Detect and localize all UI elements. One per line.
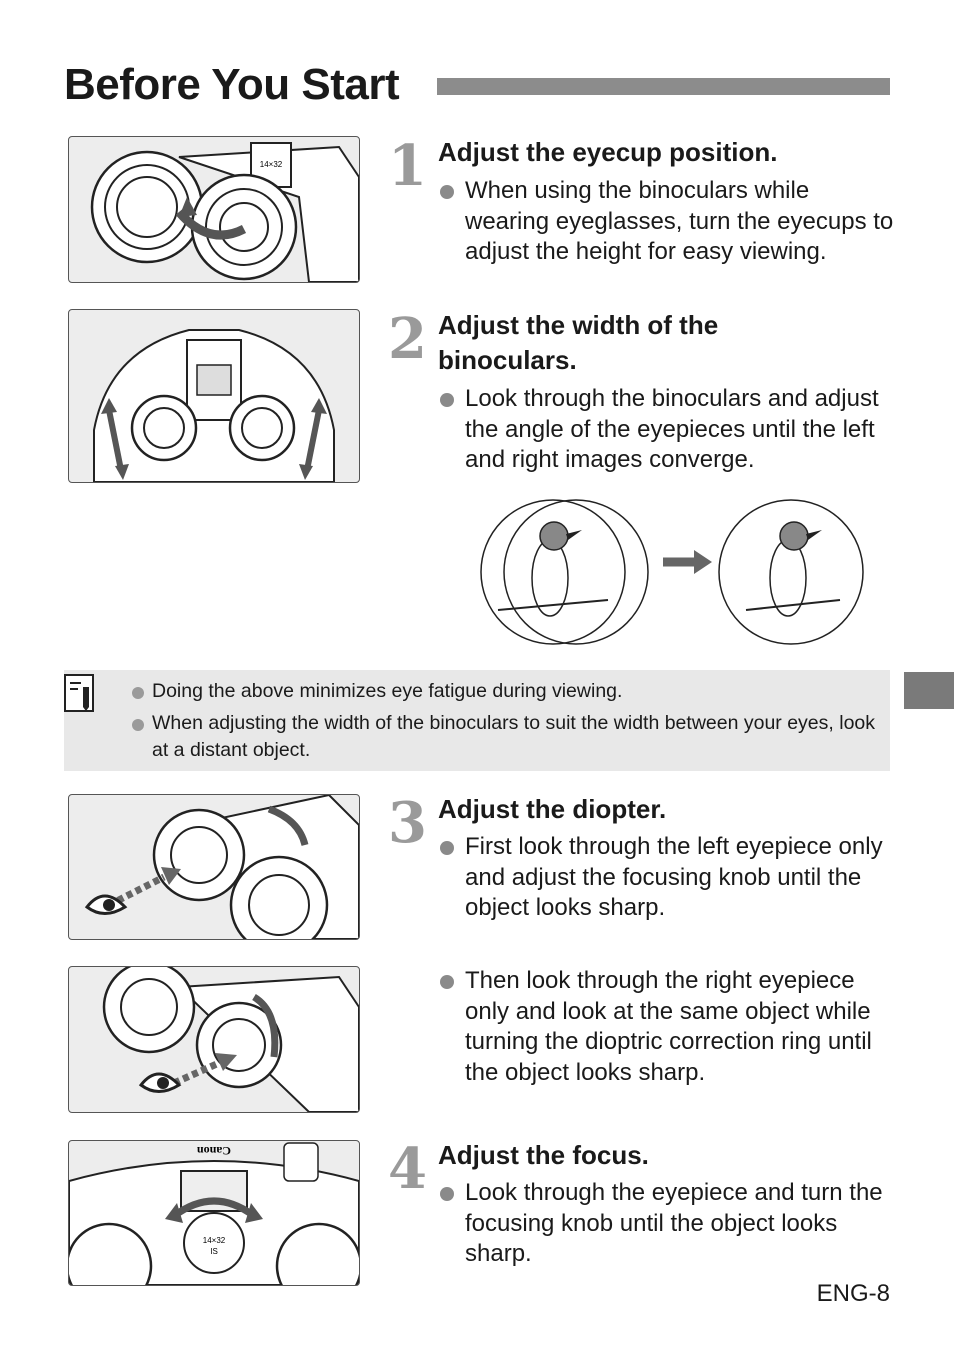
page-number: ENG-8 — [816, 1280, 890, 1307]
step-bullet: Look through the eyepiece and turn the f… — [438, 1178, 895, 1270]
note-box — [64, 670, 890, 771]
convergence-illustration — [458, 498, 868, 646]
model-label: 14×32 — [260, 160, 283, 169]
step-bullet: Look through the binoculars and adjust t… — [438, 384, 895, 476]
bullet-icon — [132, 687, 144, 699]
step-bullet: When using the binoculars while wearing … — [438, 176, 895, 268]
bullet-text: First look through the left eyepiece onl… — [465, 833, 883, 921]
bullet-text: When using the binoculars while wearing … — [465, 177, 894, 265]
eyecup-illustration: 14×32 — [68, 136, 360, 283]
memo-pencil-icon — [63, 673, 97, 713]
step-number: 1 — [388, 133, 427, 199]
brand-label: Canon — [197, 1144, 231, 1158]
step-heading: Adjust the diopter. — [438, 794, 667, 824]
bullet-icon — [440, 1187, 454, 1201]
step-heading: Adjust the width of the binoculars. — [438, 310, 719, 375]
step-number: 2 — [388, 306, 427, 372]
step-bullet: First look through the left eyepiece onl… — [438, 832, 895, 924]
bullet-text: Look through the eyepiece and turn the f… — [465, 1179, 883, 1267]
step-heading: Adjust the eyecup position. — [438, 137, 778, 167]
title-rule — [437, 78, 890, 95]
step-number: 4 — [388, 1136, 427, 1202]
bullet-icon — [132, 719, 144, 731]
width-adjust-illustration — [68, 309, 360, 483]
model-label: 14×32 — [203, 1236, 226, 1245]
bullet-icon — [440, 841, 454, 855]
step-heading: Adjust the focus. — [438, 1140, 649, 1170]
step-number: 3 — [388, 790, 427, 856]
page-title: Before You Start — [64, 60, 400, 109]
note-item: When adjusting the width of the binocula… — [130, 710, 882, 764]
focus-knob-illustration: Canon 14×32 IS — [68, 1140, 360, 1286]
bullet-icon — [440, 185, 454, 199]
note-text: When adjusting the width of the binocula… — [152, 712, 876, 761]
step-bullet: Then look through the right eyepiece onl… — [438, 966, 895, 1088]
bullet-text: Then look through the right eyepiece onl… — [465, 967, 872, 1086]
bullet-icon — [440, 393, 454, 407]
bullet-icon — [440, 975, 454, 989]
model-sub-label: IS — [210, 1247, 218, 1256]
right-eyepiece-illustration — [68, 966, 360, 1113]
section-tab — [904, 672, 954, 709]
note-text: Doing the above minimizes eye fatigue du… — [152, 680, 623, 702]
bullet-text: Look through the binoculars and adjust t… — [465, 385, 879, 473]
left-eyepiece-illustration — [68, 794, 360, 940]
note-item: Doing the above minimizes eye fatigue du… — [130, 678, 882, 705]
